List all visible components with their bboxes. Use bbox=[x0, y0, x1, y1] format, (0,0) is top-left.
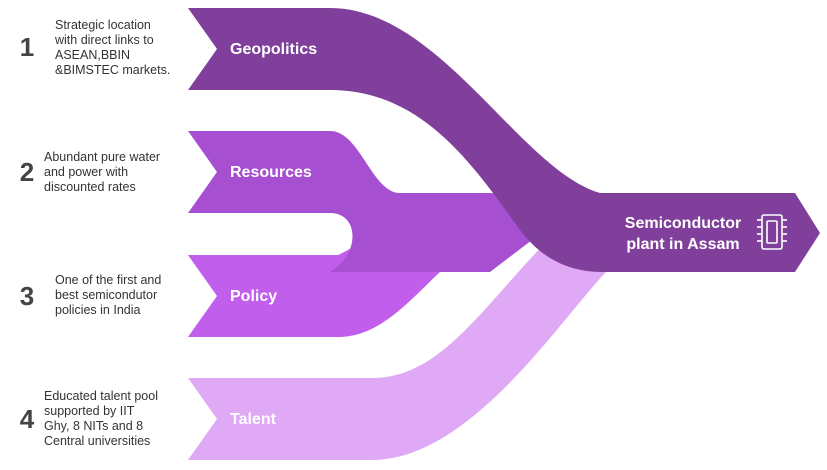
talent-flow bbox=[188, 240, 606, 460]
factor-number-4: 4 bbox=[19, 404, 35, 434]
lane-label-talent: Talent bbox=[230, 411, 277, 428]
factor-number-1: 1 bbox=[19, 32, 35, 62]
factor-description-4: Educated talent pool supported by IIT Gh… bbox=[44, 389, 158, 448]
factor-number-3: 3 bbox=[19, 281, 35, 311]
factor-number-2: 2 bbox=[19, 157, 35, 187]
target-label-line2: plant in Assam bbox=[626, 236, 739, 253]
factor-description-1: Strategic location with direct links to … bbox=[55, 18, 171, 77]
microchip-icon bbox=[757, 214, 787, 250]
lane-label-resources: Resources bbox=[230, 164, 312, 181]
lane-label-geopolitics: Geopolitics bbox=[230, 41, 317, 58]
factor-description-3: One of the first and best semicondutor p… bbox=[55, 273, 162, 317]
target-label-line1: Semiconductor bbox=[625, 215, 741, 232]
resources-flow bbox=[188, 131, 532, 272]
factor-description-2: Abundant pure water and power with disco… bbox=[44, 150, 161, 194]
lane-label-policy: Policy bbox=[230, 288, 277, 305]
geopolitics-flow bbox=[188, 8, 820, 272]
